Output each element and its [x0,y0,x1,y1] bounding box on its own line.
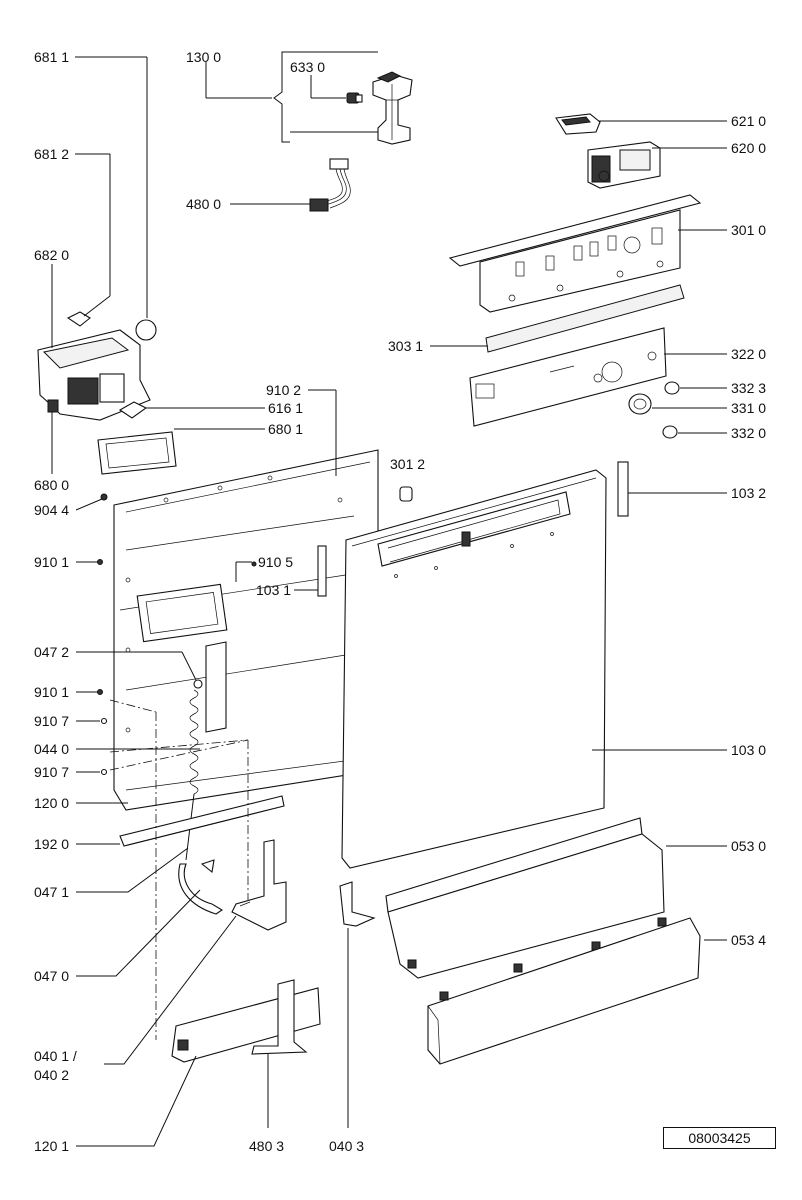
callout-047-1: 047 1 [34,884,69,900]
part-053-4-kickpanel [427,917,701,1065]
callout-103-1: 103 1 [256,582,291,598]
part-301-2-button [399,486,413,502]
callout-910-1a: 910 1 [34,554,69,570]
part-053-0-plinth [385,817,667,979]
part-130-0-bracket [372,71,413,145]
part-621-0-module [555,113,601,135]
callout-120-0: 120 0 [34,795,69,811]
callout-047-2: 047 2 [34,644,69,660]
callout-040-3: 040 3 [329,1138,364,1154]
part-633-0-clip [346,92,363,104]
callout-332-3: 332 3 [731,380,766,396]
part-303-1-strip [485,284,685,353]
callout-047-0: 047 0 [34,968,69,984]
callout-103-2: 103 2 [731,485,766,501]
callout-053-0: 053 0 [731,838,766,854]
callout-120-1: 120 1 [34,1138,69,1154]
callout-303-1: 303 1 [388,338,423,354]
part-047-0-lever [178,859,224,915]
callout-633-0: 633 0 [290,59,325,75]
callout-301-2: 301 2 [390,456,425,472]
document-number: 08003425 [663,1127,776,1149]
part-480-3-handle [251,979,308,1055]
callout-910-7b: 910 7 [34,764,69,780]
callout-040-1: 040 1 / [34,1048,77,1064]
part-120-0-inner-door [113,449,379,811]
callout-680-0: 680 0 [34,477,69,493]
part-620-0-control-board [587,141,661,189]
callout-040-2: 040 2 [34,1067,69,1083]
callout-904-4: 904 4 [34,502,69,518]
callout-480-3: 480 3 [249,1138,284,1154]
part-040-3-bracket [339,881,376,927]
callout-621-0: 621 0 [731,113,766,129]
part-332-0-knob [662,425,678,439]
part-040-hinge-bracket [231,839,287,931]
part-680-1-gasket [97,431,177,475]
part-103-2-strip [617,461,629,517]
callout-103-0: 103 0 [731,742,766,758]
callout-681-2: 681 2 [34,146,69,162]
callout-910-7a: 910 7 [34,713,69,729]
callout-322-0: 322 0 [731,346,766,362]
part-103-1-strip [317,545,327,597]
callout-192-0: 192 0 [34,836,69,852]
part-322-0-fascia [469,327,667,427]
callout-130-0: 130 0 [186,49,221,65]
callout-682-0: 682 0 [34,247,69,263]
callout-331-0: 331 0 [731,400,766,416]
callout-044-0: 044 0 [34,741,69,757]
callout-labels: 681 1 130 0 633 0 621 0 620 0 681 2 480 … [34,49,766,1154]
part-192-0-rail [119,795,285,847]
callout-681-1: 681 1 [34,49,69,65]
part-331-0-knob [628,393,652,415]
part-904-4-screw [100,493,108,501]
callout-620-0: 620 0 [731,140,766,156]
callout-053-4: 053 4 [731,932,766,948]
callout-910-5: 910 5 [258,554,293,570]
callout-910-2: 910 2 [266,382,301,398]
part-332-3-knob [664,381,680,395]
part-480-0-wire-harness [309,158,351,212]
part-103-0-outer-door [341,469,607,869]
assembly-lines [109,699,249,1040]
part-681-1-cap [135,319,157,341]
part-301-0-control-panel [448,194,702,313]
callout-332-0: 332 0 [731,425,766,441]
leader-lines [51,51,727,1147]
callout-480-0: 480 0 [186,196,221,212]
callout-301-0: 301 0 [731,222,766,238]
callout-616-1: 616 1 [268,400,303,416]
callout-910-1b: 910 1 [34,684,69,700]
callout-680-1: 680 1 [268,421,303,437]
